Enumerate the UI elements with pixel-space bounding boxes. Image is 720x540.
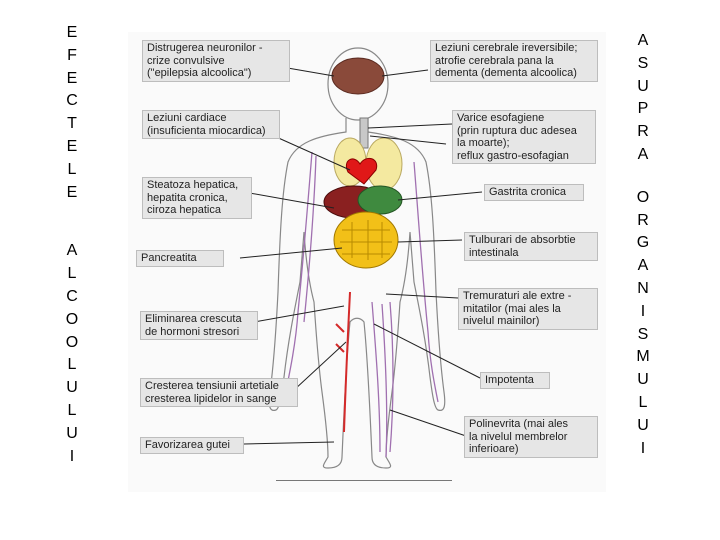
label-neuron-destruction: Distrugerea neuronilor - crize convulsiv… <box>142 40 290 82</box>
letter: P <box>637 100 649 118</box>
letter: L <box>67 160 77 178</box>
body-diagram: Distrugerea neuronilor - crize convulsiv… <box>128 32 606 492</box>
ground-line <box>276 480 452 481</box>
letter: E <box>66 137 78 155</box>
right-vertical-line2: O R G A N I S M U L U I <box>636 187 649 461</box>
letter: T <box>67 115 77 133</box>
letter: U <box>637 77 649 95</box>
label-cardiac-lesions: Leziuni cardiace (insuficienta miocardic… <box>142 110 280 139</box>
label-blood-pressure: Cresterea tensiunii artetiale cresterea … <box>140 378 298 407</box>
letter: E <box>66 183 78 201</box>
letter: A <box>637 257 649 275</box>
heart <box>346 157 378 185</box>
letter: M <box>636 348 650 366</box>
left-vertical-line2: A L C O O L U L U I <box>66 240 78 468</box>
letter: I <box>69 447 75 465</box>
left-vertical-line1: E F E C T E L E <box>66 22 78 204</box>
label-impotence: Impotenta <box>480 372 550 389</box>
letter: U <box>66 379 78 397</box>
intestines <box>333 211 399 269</box>
body-illustration <box>239 47 483 469</box>
letter: C <box>66 287 78 305</box>
letter: E <box>66 24 78 41</box>
letter: O <box>65 333 79 351</box>
letter: A <box>637 32 649 49</box>
label-intestinal-absorption: Tulburari de absorbtie intestinala <box>464 232 598 261</box>
label-gout: Favorizarea gutei <box>140 437 244 454</box>
letter: U <box>637 371 649 389</box>
letter: A <box>637 145 649 163</box>
label-pancreatitis: Pancreatita <box>136 250 224 267</box>
letter: R <box>637 211 649 229</box>
letter: N <box>637 279 649 297</box>
left-vertical-title: E F E C T E L E A L C O O L U L U I <box>60 22 84 468</box>
letter: O <box>65 310 79 328</box>
letter: L <box>67 401 77 419</box>
letter: F <box>67 46 77 64</box>
letter: G <box>636 234 650 252</box>
label-esophageal-varices: Varice esofagiene (prin ruptura duc ades… <box>452 110 596 164</box>
label-tremors: Tremuraturi ale extre - mitatilor (mai a… <box>458 288 598 330</box>
nerves <box>283 151 439 458</box>
letter: O <box>636 188 650 206</box>
letter: R <box>637 123 649 141</box>
label-polyneuritis: Polinevrita (mai ales la nivelul membrel… <box>464 416 598 458</box>
artery <box>335 291 351 433</box>
letter: U <box>637 416 649 434</box>
right-vertical-line1: A S U P R A <box>637 30 649 167</box>
letter: C <box>66 92 78 110</box>
letter: S <box>637 54 649 72</box>
intestine-coils <box>340 220 392 260</box>
letter: S <box>637 325 649 343</box>
letter: I <box>640 302 646 320</box>
letter: L <box>67 265 77 283</box>
body-outline <box>268 118 446 469</box>
letter: I <box>640 439 646 457</box>
label-gastritis: Gastrita cronica <box>484 184 584 201</box>
right-vertical-title: A S U P R A O R G A N I S M U L U I <box>631 30 655 460</box>
brain <box>331 57 385 95</box>
head-outline <box>327 47 389 121</box>
letter: L <box>67 356 77 374</box>
letter: L <box>638 393 648 411</box>
letter: U <box>66 424 78 442</box>
label-liver-disease: Steatoza hepatica, hepatita cronica, cir… <box>142 177 252 219</box>
letter: A <box>66 242 78 260</box>
label-brain-lesions: Leziuni cerebrale ireversibile; atrofie … <box>430 40 598 82</box>
stomach <box>357 185 403 215</box>
label-stress-hormones: Eliminarea crescuta de hormoni stresori <box>140 311 258 340</box>
esophagus <box>359 117 369 149</box>
pointer-lines <box>239 65 483 445</box>
letter: E <box>66 69 78 87</box>
